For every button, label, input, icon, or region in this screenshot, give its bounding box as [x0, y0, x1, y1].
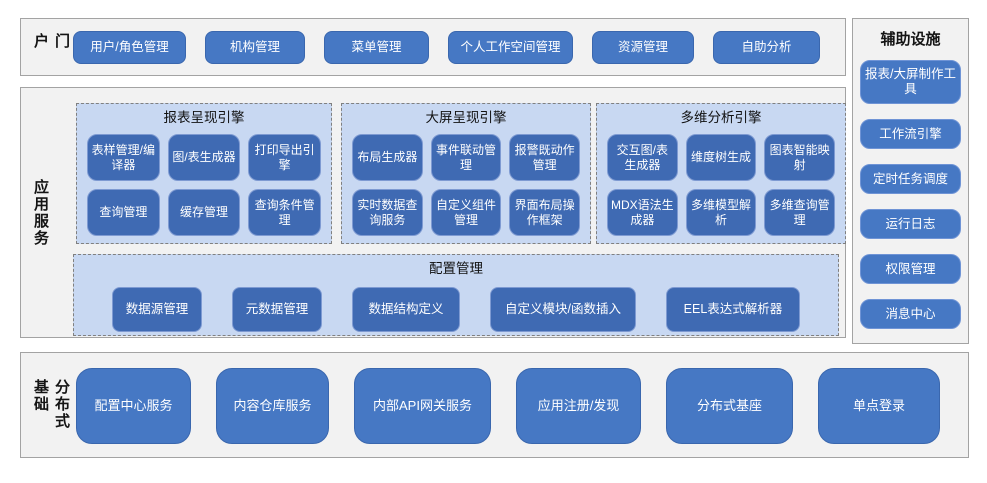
- portal-button-menu-mgmt[interactable]: 菜单管理: [324, 31, 429, 64]
- button-single-sign-on[interactable]: 单点登录: [818, 368, 940, 444]
- auxiliary-facilities-title: 辅助设施: [880, 31, 941, 48]
- button-custom-component-mgmt[interactable]: 自定义组件管理: [430, 189, 502, 236]
- distributed-foundation-label: 分布式基础: [32, 379, 70, 430]
- button-query-condition-mgmt[interactable]: 查询条件管理: [248, 189, 321, 236]
- portal-button-resource-mgmt[interactable]: 资源管理: [592, 31, 694, 64]
- button-multidim-model-parser[interactable]: 多维模型解析: [685, 189, 757, 236]
- button-ui-layout-framework[interactable]: 界面布局操作框架: [509, 189, 580, 236]
- button-chart-smart-mapping[interactable]: 图表智能映射: [764, 134, 835, 181]
- button-mdx-syntax-generator[interactable]: MDX语法生成器: [607, 189, 678, 236]
- button-workflow-engine[interactable]: 工作流引擎: [860, 119, 961, 149]
- report-engine-grid: 表样管理/编译器 图/表生成器 打印导出引擎 查询管理 缓存管理 查询条件管理: [77, 130, 331, 244]
- button-scheduled-task-scheduler[interactable]: 定时任务调度: [860, 164, 961, 194]
- button-layout-generator[interactable]: 布局生成器: [352, 134, 423, 181]
- config-mgmt-title: 配置管理: [429, 261, 483, 276]
- portal-button-org-mgmt[interactable]: 机构管理: [205, 31, 305, 64]
- config-mgmt-row: 数据源管理 元数据管理 数据结构定义 自定义模块/函数插入 EEL表达式解析器: [74, 281, 838, 332]
- auxiliary-facilities-section: 辅助设施 报表/大屏制作工具 工作流引擎 定时任务调度 运行日志 权限管理 消息…: [852, 18, 969, 344]
- olap-engine-group: 多维分析引擎 交互图/表生成器 维度树生成 图表智能映射 MDX语法生成器 多维…: [596, 103, 846, 244]
- auxiliary-button-column: 报表/大屏制作工具 工作流引擎 定时任务调度 运行日志 权限管理 消息中心: [853, 52, 968, 329]
- button-report-dashboard-authoring-tool[interactable]: 报表/大屏制作工具: [860, 60, 961, 104]
- button-distributed-base[interactable]: 分布式基座: [666, 368, 793, 444]
- portal-button-self-service-analysis[interactable]: 自助分析: [713, 31, 820, 64]
- dashboard-engine-group: 大屏呈现引擎 布局生成器 事件联动管理 报警既动作管理 实时数据查询服务 自定义…: [341, 103, 591, 244]
- button-chart-table-generator[interactable]: 图/表生成器: [167, 134, 241, 181]
- dashboard-engine-title: 大屏呈现引擎: [425, 110, 507, 125]
- button-dimension-tree-generator[interactable]: 维度树生成: [685, 134, 757, 181]
- distributed-button-row: 配置中心服务 内容仓库服务 内部API网关服务 应用注册/发现 分布式基座 单点…: [76, 368, 940, 444]
- portal-button-personal-workspace-mgmt[interactable]: 个人工作空间管理: [448, 31, 573, 64]
- olap-engine-title: 多维分析引擎: [680, 110, 762, 125]
- portal-button-row: 用户/角色管理 机构管理 菜单管理 个人工作空间管理 资源管理 自助分析: [73, 31, 841, 64]
- button-print-export-engine[interactable]: 打印导出引擎: [248, 134, 321, 181]
- button-content-repo-service[interactable]: 内容仓库服务: [216, 368, 329, 444]
- app-services-label: 应用服务: [32, 178, 49, 247]
- button-message-center[interactable]: 消息中心: [860, 299, 961, 329]
- button-datasource-mgmt[interactable]: 数据源管理: [112, 287, 202, 332]
- config-mgmt-group: 配置管理 数据源管理 元数据管理 数据结构定义 自定义模块/函数插入 EEL表达…: [73, 254, 839, 336]
- button-custom-module-function-insert[interactable]: 自定义模块/函数插入: [490, 287, 636, 332]
- button-realtime-data-query-service[interactable]: 实时数据查询服务: [352, 189, 423, 236]
- button-run-log[interactable]: 运行日志: [860, 209, 961, 239]
- button-internal-api-gateway-service[interactable]: 内部API网关服务: [354, 368, 491, 444]
- button-metadata-mgmt[interactable]: 元数据管理: [232, 287, 322, 332]
- button-cache-mgmt[interactable]: 缓存管理: [167, 189, 241, 236]
- button-app-register-discovery[interactable]: 应用注册/发现: [516, 368, 641, 444]
- button-interactive-chart-generator[interactable]: 交互图/表生成器: [607, 134, 678, 181]
- portal-section: 门户 用户/角色管理 机构管理 菜单管理 个人工作空间管理 资源管理 自助分析: [20, 18, 846, 76]
- button-multidim-query-mgmt[interactable]: 多维查询管理: [764, 189, 835, 236]
- button-event-linkage-mgmt[interactable]: 事件联动管理: [430, 134, 502, 181]
- portal-button-user-role-mgmt[interactable]: 用户/角色管理: [73, 31, 186, 64]
- report-engine-title: 报表呈现引擎: [163, 110, 245, 125]
- portal-label: 门户: [32, 33, 70, 50]
- button-data-structure-definition[interactable]: 数据结构定义: [352, 287, 460, 332]
- button-permission-mgmt[interactable]: 权限管理: [860, 254, 961, 284]
- report-engine-group: 报表呈现引擎 表样管理/编译器 图/表生成器 打印导出引擎 查询管理 缓存管理 …: [76, 103, 332, 244]
- button-eel-expression-parser[interactable]: EEL表达式解析器: [666, 287, 800, 332]
- button-alarm-action-mgmt[interactable]: 报警既动作管理: [509, 134, 580, 181]
- button-report-style-compiler[interactable]: 表样管理/编译器: [87, 134, 160, 181]
- button-query-mgmt[interactable]: 查询管理: [87, 189, 160, 236]
- distributed-foundation-section: 分布式基础 配置中心服务 内容仓库服务 内部API网关服务 应用注册/发现 分布…: [20, 352, 969, 458]
- dashboard-engine-grid: 布局生成器 事件联动管理 报警既动作管理 实时数据查询服务 自定义组件管理 界面…: [342, 130, 590, 244]
- olap-engine-grid: 交互图/表生成器 维度树生成 图表智能映射 MDX语法生成器 多维模型解析 多维…: [597, 130, 845, 244]
- button-config-center-service[interactable]: 配置中心服务: [76, 368, 191, 444]
- app-services-section: 应用服务 报表呈现引擎 表样管理/编译器 图/表生成器 打印导出引擎 查询管理 …: [20, 87, 846, 338]
